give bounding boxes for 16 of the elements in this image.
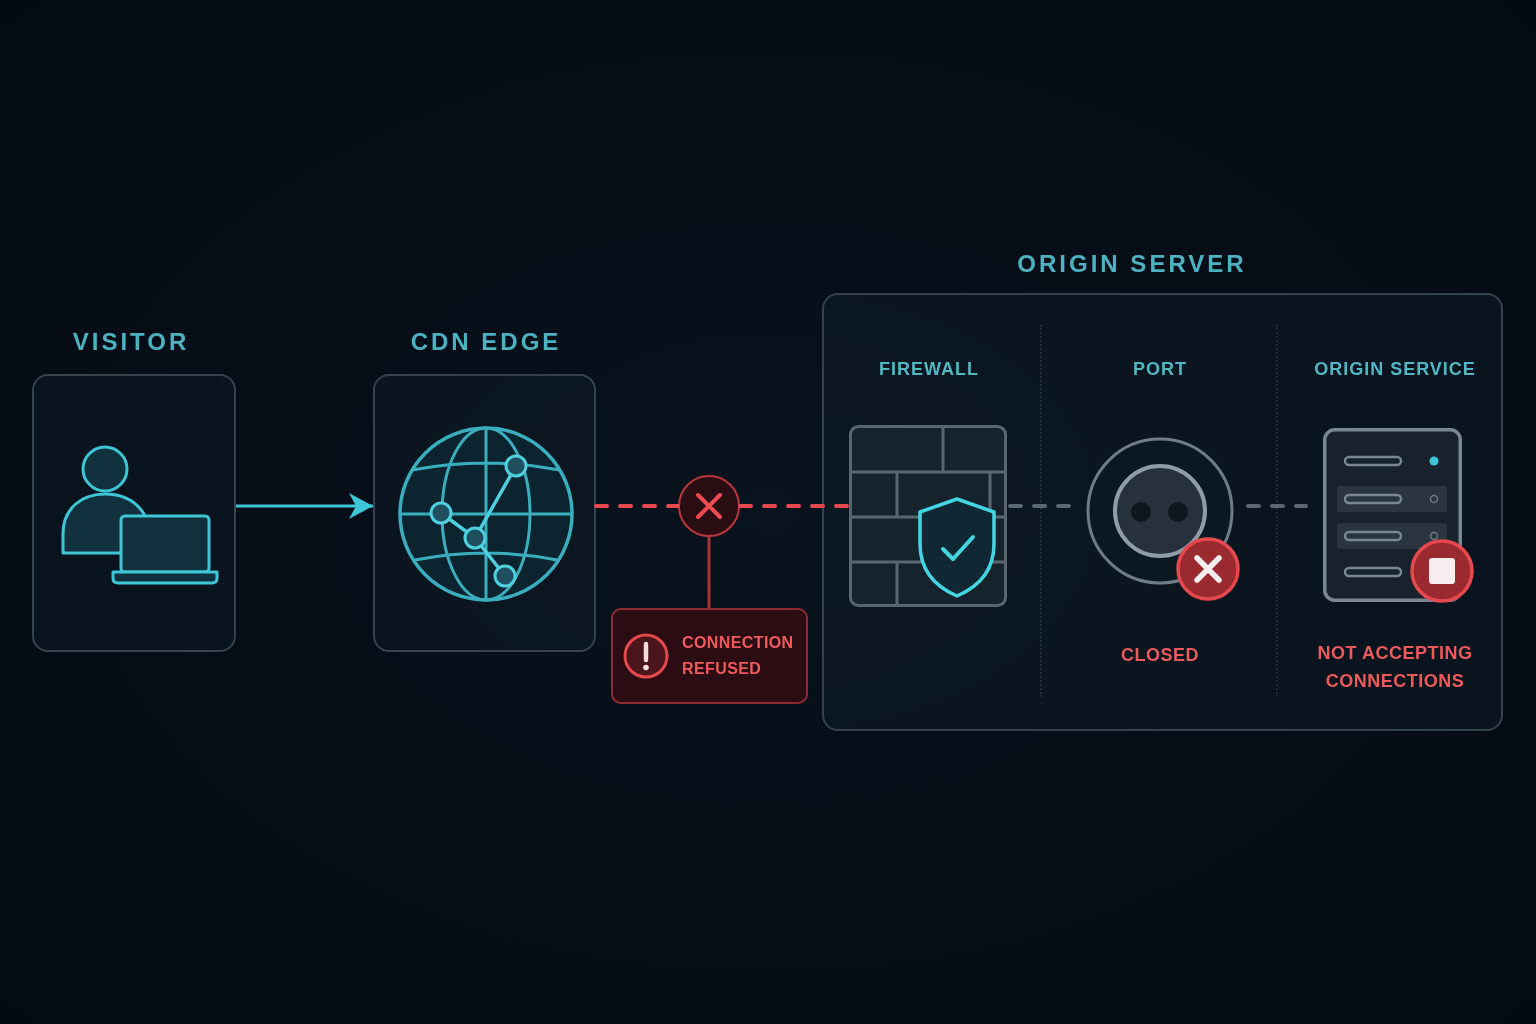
panel-heading: CDN EDGE xyxy=(410,328,562,356)
panel-heading: ORIGIN SERVER xyxy=(1017,250,1247,278)
column-heading: ORIGIN SERVICE xyxy=(1314,358,1476,381)
connector-line xyxy=(707,537,711,608)
arrow xyxy=(236,493,373,519)
status-text: NOT ACCEPTING CONNECTIONS xyxy=(1316,642,1474,693)
callout-text: CONNECTION REFUSED xyxy=(682,633,795,679)
dashed-connector xyxy=(1246,504,1308,508)
dashed-connector xyxy=(1008,504,1074,508)
status-text: CLOSED xyxy=(1121,644,1199,667)
dashed-connector xyxy=(594,504,680,508)
panel-heading: VISITOR xyxy=(72,328,190,356)
column-heading: FIREWALL xyxy=(879,358,979,381)
error-callout xyxy=(611,608,808,704)
dashed-connector xyxy=(738,504,850,508)
column-heading: PORT xyxy=(1133,358,1187,381)
